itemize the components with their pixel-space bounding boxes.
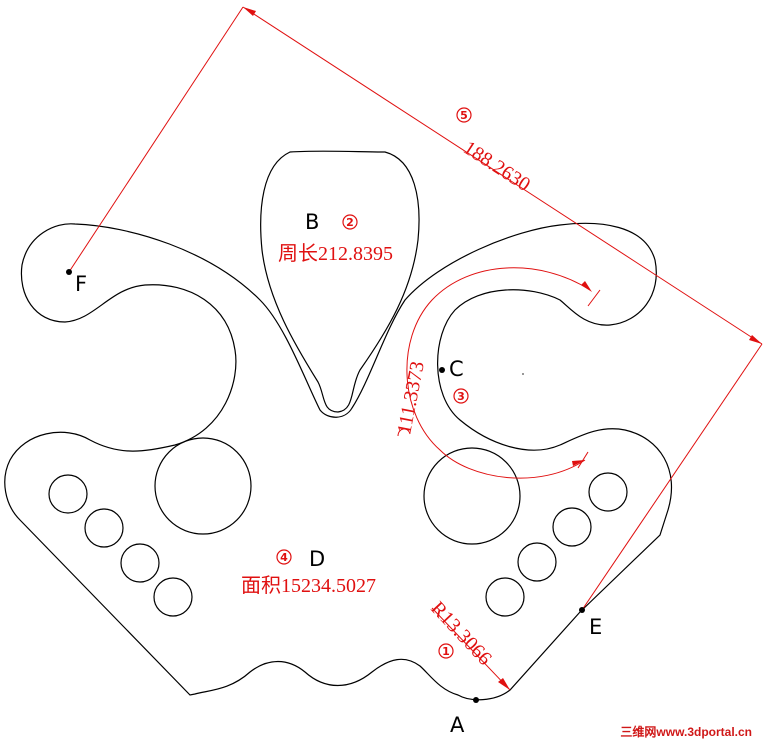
hole-right-3 — [517, 542, 557, 582]
marker-2: 2 — [342, 214, 358, 230]
svg-text:4: 4 — [280, 551, 288, 564]
point-a-dot — [473, 697, 479, 703]
dim-arc-tick-top — [587, 289, 601, 307]
dim-arc-length — [406, 267, 591, 479]
dim-extension-e — [581, 343, 763, 611]
arc-symbol — [397, 428, 411, 437]
svg-text:2: 2 — [346, 216, 354, 229]
teardrop-cutout — [260, 150, 420, 413]
svg-text:1: 1 — [442, 645, 450, 658]
label-point-c: C — [449, 357, 464, 381]
hole-left-1 — [48, 474, 88, 514]
dim-radius-arrow — [498, 678, 510, 690]
part-outline — [4, 222, 673, 701]
dim-extension-f — [68, 6, 244, 273]
hole-right-4 — [485, 577, 525, 617]
marker-3: 3 — [453, 388, 469, 404]
label-point-f: F — [75, 272, 87, 296]
marker-1: 1 — [438, 643, 454, 659]
label-point-a: A — [450, 713, 465, 737]
hole-left-2 — [84, 508, 124, 548]
marker-5: 5 — [456, 107, 472, 123]
dim-radius-leader — [431, 607, 511, 691]
hole-right-2 — [552, 507, 592, 547]
point-e-dot — [579, 607, 585, 613]
distance-label: 188.2630 — [459, 137, 534, 196]
watermark: 三维网www.3dportal.cn — [620, 724, 752, 739]
label-point-e: E — [589, 615, 602, 639]
dim-arc-tick-bottom — [577, 451, 589, 469]
hole-left-large — [154, 437, 252, 535]
arc-length-label: 111.3373 — [393, 360, 429, 436]
label-point-d: D — [309, 547, 325, 571]
hole-left-3 — [120, 543, 160, 583]
dim-arc-arrow-top — [581, 281, 592, 292]
dim-line-distance — [242, 6, 763, 345]
radius-label: R13.3066 — [426, 597, 496, 669]
dim-arc-arrow-bottom — [572, 460, 585, 466]
dim-arrow-right — [749, 335, 762, 344]
marker-4: 4 — [276, 549, 292, 565]
svg-text:5: 5 — [460, 109, 468, 122]
svg-text:3: 3 — [457, 390, 465, 403]
hole-right-large — [423, 447, 521, 545]
label-point-b: B — [305, 210, 319, 234]
point-f-dot — [66, 269, 72, 275]
dim-arrow-top — [243, 7, 256, 16]
center-mark — [522, 373, 524, 375]
perimeter-label: 周长212.8395 — [278, 242, 393, 265]
area-label: 面积15234.5027 — [241, 574, 376, 597]
hole-left-4 — [153, 577, 193, 617]
point-c-dot — [439, 367, 445, 373]
hole-right-1 — [588, 472, 628, 512]
